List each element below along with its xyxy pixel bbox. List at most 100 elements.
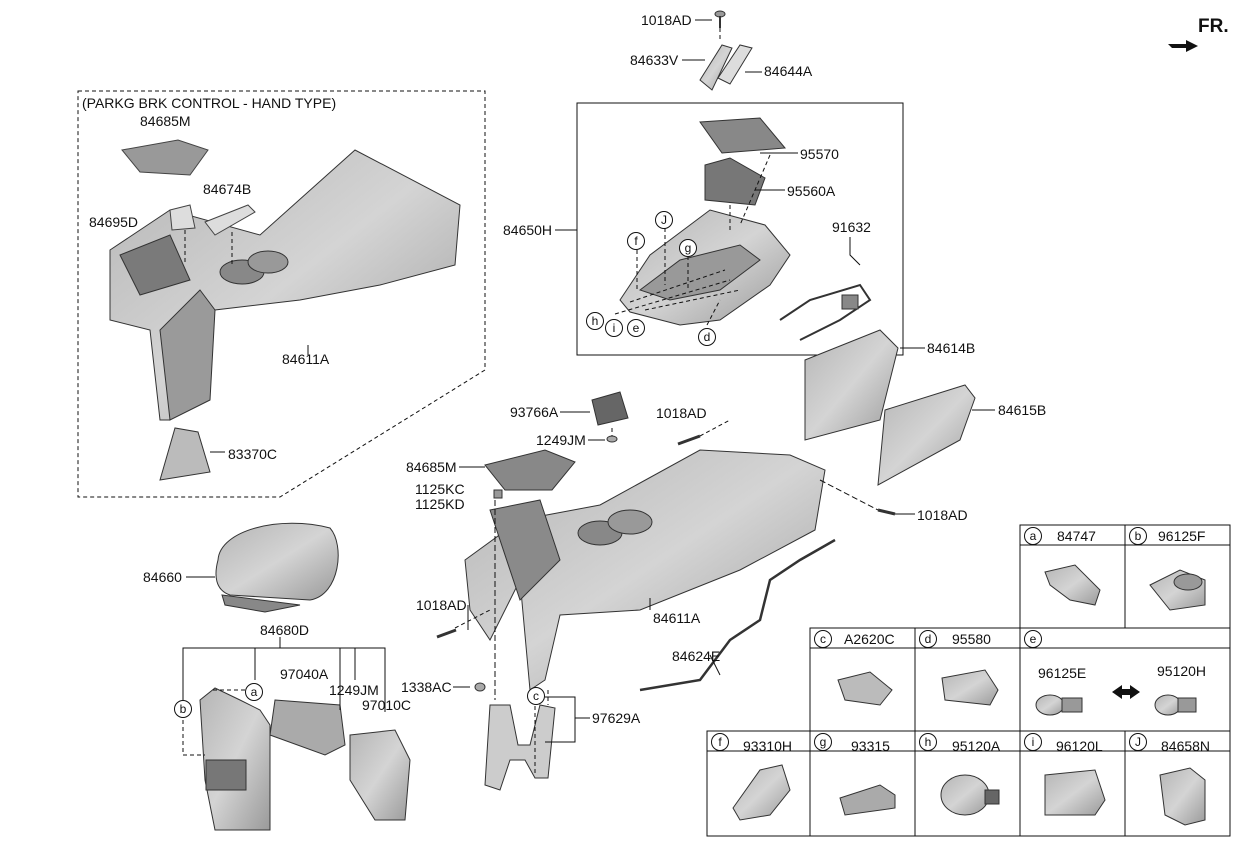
callout-h: h [586, 312, 604, 330]
label-1018AD-right: 1018AD [917, 507, 968, 523]
label-1018AD-left: 1018AD [416, 597, 467, 613]
part-1018AD-screw-right [877, 508, 896, 516]
legend-part-93315: 93315 [851, 738, 890, 754]
callout-f: f [627, 232, 645, 250]
label-91632: 91632 [832, 219, 871, 235]
inset-title: (PARKG BRK CONTROL - HAND TYPE) [82, 95, 337, 111]
console-body-inset [109, 149, 461, 421]
front-direction-arrow-icon [1168, 40, 1198, 52]
legend-84658N-part [1159, 767, 1206, 826]
label-84660: 84660 [143, 569, 182, 585]
legend-96125E-part [1035, 694, 1083, 716]
part-1018AD-screw-left [436, 628, 457, 639]
double-arrow-icon [1112, 685, 1140, 699]
label-1249JM-upper: 1249JM [536, 432, 586, 448]
legend-95580-part [941, 669, 999, 706]
legend-96120L-part [1044, 769, 1106, 816]
legend-letter-d: d [919, 630, 937, 648]
part-1018AD-top-screw [714, 10, 726, 28]
callout-a: a [245, 683, 263, 701]
label-84624E: 84624E [672, 648, 721, 664]
label-1018AD-top: 1018AD [641, 12, 692, 28]
legend-grid [706, 524, 1231, 837]
label-97629A: 97629A [592, 710, 641, 726]
label-84611A-inset: 84611A [282, 351, 330, 367]
legend-96125F-part [1149, 569, 1206, 611]
label-97010C: 97010C [362, 697, 412, 713]
legend-93310H-part [732, 764, 791, 821]
legend-84747-part [1044, 564, 1101, 606]
part-95570 [699, 117, 787, 154]
legend-95120A-part [940, 774, 1000, 816]
legend-part-84747: 84747 [1057, 528, 1096, 544]
legend-letter-e: e [1024, 630, 1042, 648]
front-direction-label: FR. [1198, 16, 1229, 37]
legend-letter-b: b [1129, 527, 1147, 545]
callout-J: J [655, 211, 673, 229]
legend-part-96120L: 96120L [1056, 738, 1103, 754]
label-84611A: 84611A [653, 610, 701, 626]
part-97040A-vent [269, 699, 346, 756]
part-97629A-bracket [484, 704, 556, 791]
part-84660-armrest [215, 522, 339, 613]
part-84695D [169, 204, 196, 231]
legend-part-A2620C: A2620C [844, 631, 895, 647]
legend-letter-a: a [1024, 527, 1042, 545]
part-1338AC-clip [474, 682, 486, 692]
part-84644A [717, 44, 753, 85]
label-1338AC: 1338AC [401, 679, 452, 695]
label-84685M-inset: 84685M [140, 113, 191, 129]
part-93766A [591, 391, 629, 426]
label-95570: 95570 [800, 146, 839, 162]
label-84674B: 84674B [203, 181, 252, 197]
part-84624E-harness [639, 538, 836, 692]
legend-part-95120H: 95120H [1157, 663, 1207, 679]
part-95560A [704, 157, 766, 206]
inset-dashed-boundary [77, 90, 486, 498]
callout-e: e [627, 319, 645, 337]
part-84685M [484, 449, 576, 491]
part-91632-connector [841, 294, 859, 310]
part-84674B [204, 204, 256, 236]
label-97040A: 97040A [280, 666, 329, 682]
legend-part-95580: 95580 [952, 631, 991, 647]
console-body-main [464, 449, 826, 691]
part-83370C [159, 427, 211, 481]
part-1018AD-screw-mid [677, 434, 701, 446]
label-95560A: 95560A [787, 183, 836, 199]
label-1018AD-mid: 1018AD [656, 405, 707, 421]
legend-part-93310H: 93310H [743, 738, 793, 754]
label-84644A: 84644A [764, 63, 813, 79]
label-1125KD: 1125KD [415, 496, 465, 512]
legend-part-96125F: 96125F [1158, 528, 1206, 544]
label-93766A: 93766A [510, 404, 559, 420]
part-91632-harness [779, 283, 872, 341]
legend-letter-f: f [711, 733, 729, 751]
label-84633V: 84633V [630, 52, 679, 68]
label-84685M: 84685M [406, 459, 457, 475]
legend-letter-i: i [1024, 733, 1042, 751]
leader-lines [182, 19, 995, 775]
label-1249JM-lower: 1249JM [329, 682, 379, 698]
part-84680D-panel [199, 687, 271, 831]
shifter-assembly-box [576, 102, 904, 356]
label-84614B: 84614B [927, 340, 976, 356]
legend-95120H-part [1154, 694, 1197, 716]
legend-letter-J: J [1129, 733, 1147, 751]
label-84650H: 84650H [503, 222, 553, 238]
callout-c: c [527, 687, 545, 705]
part-84650H-bezel [619, 209, 791, 326]
label-84680D: 84680D [260, 622, 310, 638]
label-84615B: 84615B [998, 402, 1047, 418]
part-84615B [877, 384, 976, 486]
legend-93315-part [839, 784, 896, 816]
part-84685M-inset [121, 139, 209, 176]
legend-part-95120A: 95120A [952, 738, 1001, 754]
callout-b: b [174, 700, 192, 718]
part-84614B [804, 329, 899, 441]
legend-letter-g: g [814, 733, 832, 751]
part-1125KC-screw [493, 489, 503, 499]
legend-A2620C-part [837, 671, 893, 706]
